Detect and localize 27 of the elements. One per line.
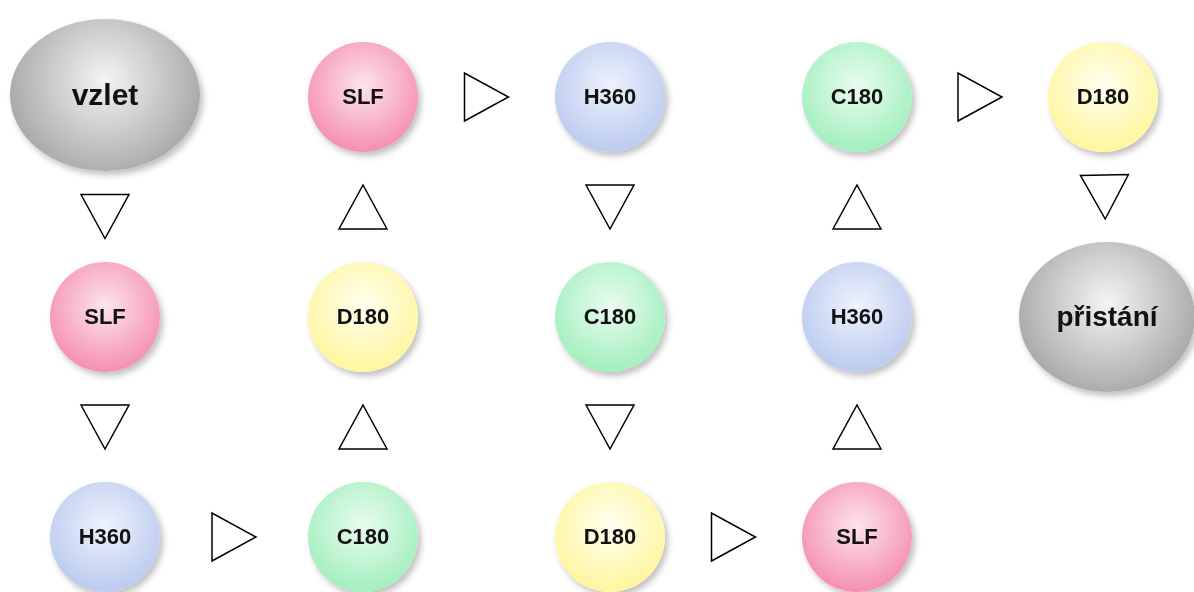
triangle-arrow: [584, 184, 636, 231]
node-label: přistání: [1056, 301, 1158, 333]
node-label: C180: [830, 84, 884, 110]
node-label: SLF: [342, 84, 384, 110]
triangle-arrow: [79, 193, 131, 241]
triangle-arrow: [831, 183, 883, 230]
node-label: C180: [336, 524, 390, 550]
node-label: D180: [336, 304, 390, 330]
node-label: C180: [583, 304, 637, 330]
triangle-arrow: [957, 71, 1004, 123]
triangle-arrow: [211, 511, 258, 563]
node-label: H360: [830, 304, 884, 330]
triangle-arrow: [337, 403, 389, 450]
triangle-arrow: [710, 511, 758, 563]
triangle-arrow: [1079, 173, 1130, 221]
triangle-arrow: [584, 404, 636, 451]
triangle-arrow: [831, 403, 883, 450]
node-label: H360: [583, 84, 637, 110]
node-label: SLF: [836, 524, 878, 550]
node-label: H360: [78, 524, 132, 550]
triangle-arrow: [463, 71, 511, 123]
node-label: SLF: [84, 304, 126, 330]
node-label: D180: [1076, 84, 1130, 110]
node-label: vzlet: [71, 78, 139, 112]
triangle-arrow: [79, 404, 131, 451]
triangle-arrow: [337, 183, 389, 230]
node-label: D180: [583, 524, 637, 550]
